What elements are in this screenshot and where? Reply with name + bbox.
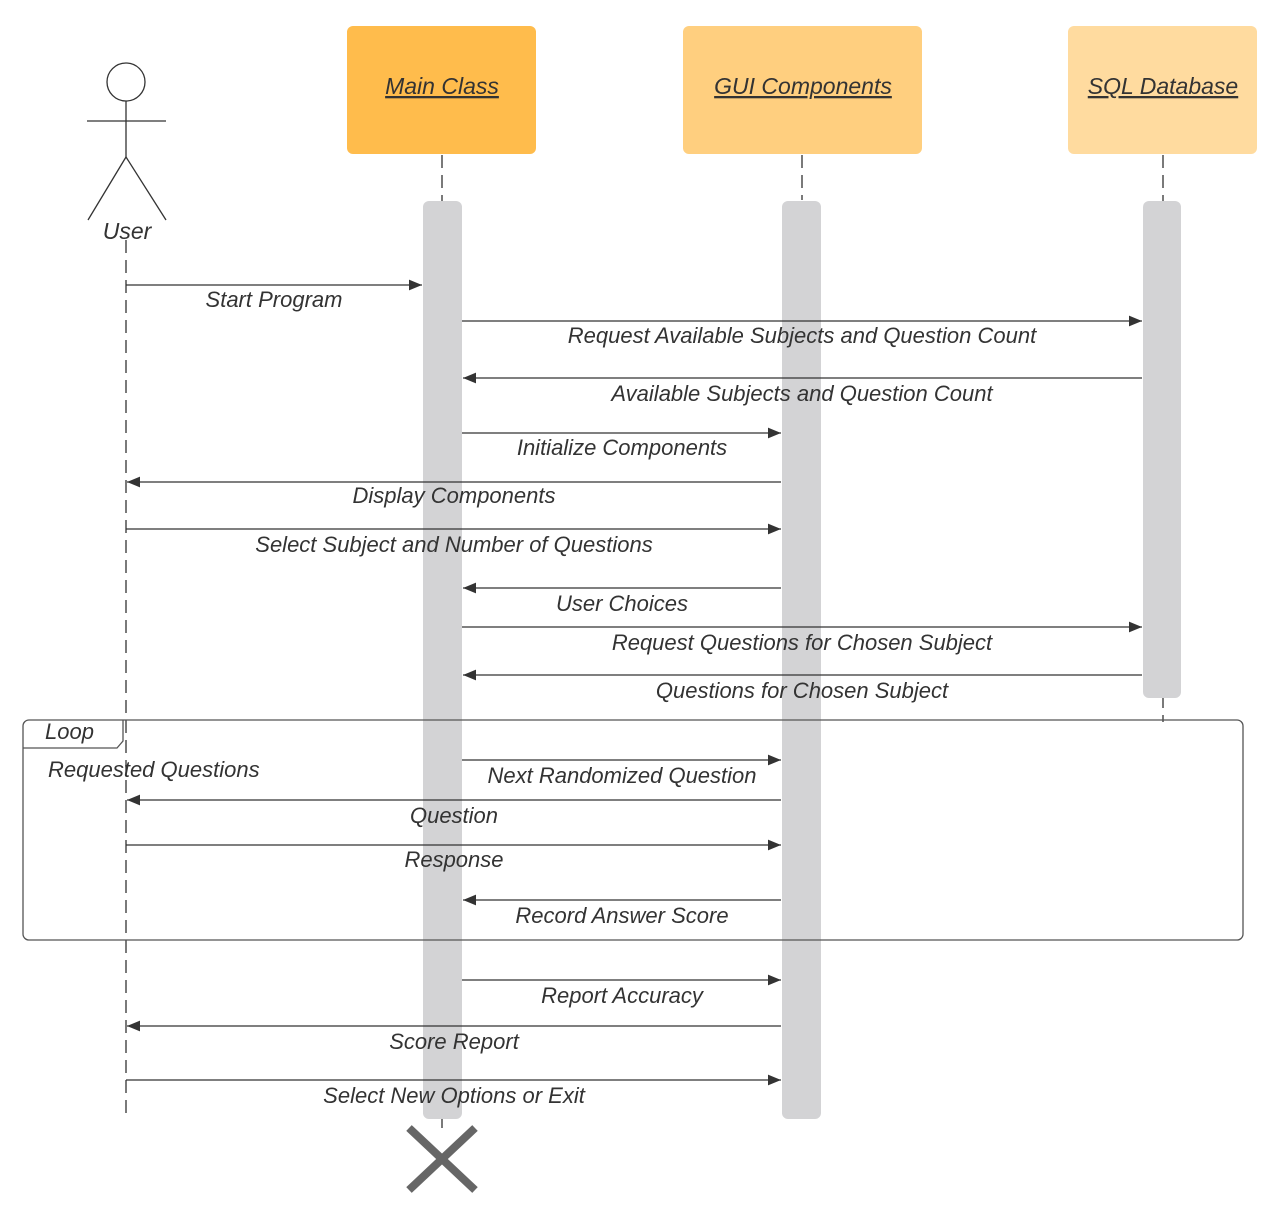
gui-components-label: GUI Components <box>714 73 892 99</box>
user-actor <box>87 62 167 221</box>
message-label: Request Questions for Chosen Subject <box>612 630 993 655</box>
messages: Start Program Request Available Subjects… <box>126 279 1142 1108</box>
message-label: Initialize Components <box>517 435 727 460</box>
message-label: Question <box>410 803 498 828</box>
loop-tab <box>23 720 124 749</box>
gui-components-box <box>683 26 922 154</box>
loop-frame-border <box>22 719 1244 941</box>
activation-bars <box>423 201 1181 1119</box>
destroy-x-icon <box>406 1125 478 1193</box>
user-actor-head <box>106 62 146 102</box>
user-actor-left-leg <box>87 156 127 221</box>
message-label: Select New Options or Exit <box>323 1083 586 1108</box>
participant-gui-components: GUI Components <box>683 26 922 154</box>
message-label: User Choices <box>556 591 688 616</box>
message-label: Report Accuracy <box>541 983 705 1008</box>
sql-database-box <box>1068 26 1257 154</box>
loop-frame: Loop Requested Questions <box>22 719 1244 941</box>
message-label: Score Report <box>389 1029 520 1054</box>
message-label: Display Components <box>353 483 556 508</box>
message-label: Request Available Subjects and Question … <box>568 323 1037 348</box>
user-actor-label: User <box>103 218 153 244</box>
message-label: Next Randomized Question <box>487 763 756 788</box>
message-label: Available Subjects and Question Count <box>609 381 993 406</box>
sql-database-label: SQL Database <box>1088 73 1238 99</box>
message-label: Response <box>404 847 503 872</box>
main-class-box <box>347 26 536 154</box>
gui-components-activation <box>782 201 821 1119</box>
main-class-label: Main Class <box>385 73 499 99</box>
message-label: Start Program <box>206 287 343 312</box>
message-label: Questions for Chosen Subject <box>656 678 949 703</box>
loop-label: Loop <box>45 719 94 744</box>
main-class-activation <box>423 201 462 1119</box>
message-label: Select Subject and Number of Questions <box>255 532 652 557</box>
message-label: Record Answer Score <box>515 903 728 928</box>
sql-database-activation <box>1143 201 1181 698</box>
participant-sql-database: SQL Database <box>1068 26 1257 154</box>
destroy-x-stroke-2 <box>406 1125 478 1193</box>
participant-main-class: Main Class <box>347 26 536 154</box>
user-actor-right-leg <box>125 156 167 221</box>
loop-guard: Requested Questions <box>48 757 260 782</box>
